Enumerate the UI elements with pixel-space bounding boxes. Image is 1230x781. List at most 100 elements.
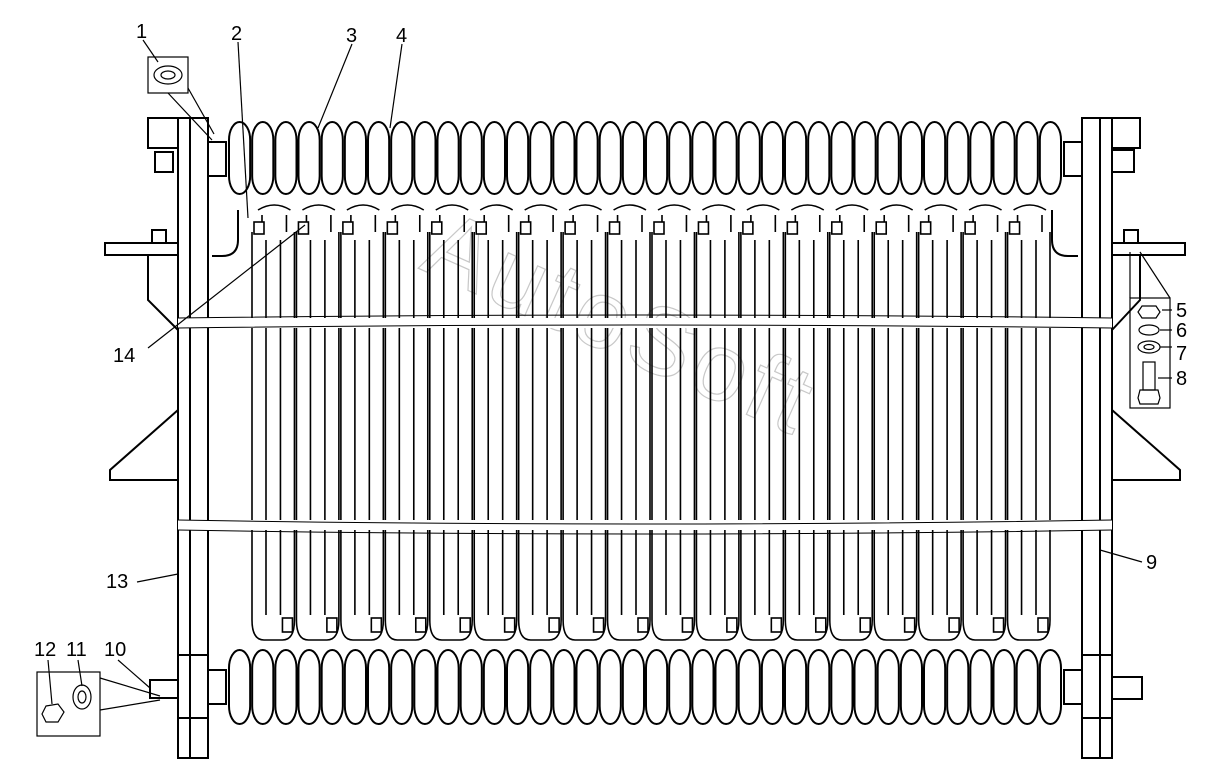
leader-lines: [47, 39, 1172, 705]
top-insulator: [552, 121, 576, 195]
bottom-insulator: [390, 649, 414, 725]
top-insulator: [390, 121, 414, 195]
frame: [104, 117, 1186, 759]
top-insulator: [482, 121, 507, 195]
resistor-ribbon: [962, 204, 1007, 641]
top-insulator-stack: [228, 121, 1063, 195]
top-insulator: [737, 121, 761, 195]
washer-icon: [153, 65, 183, 85]
bottom-insulator-stack: [228, 649, 1063, 725]
callout-7: 7: [1176, 343, 1187, 365]
top-insulator: [506, 121, 530, 195]
bottom-insulator: [760, 649, 784, 725]
top-insulator: [760, 121, 784, 195]
callout-4: 4: [396, 25, 407, 47]
nut-icon-bottom: [41, 703, 65, 723]
resistor-ribbon: [873, 204, 918, 641]
left-hook: [212, 210, 239, 257]
ribbon-clip: [608, 221, 621, 235]
ribbon-clip: [742, 221, 754, 235]
top-insulator: [668, 121, 692, 195]
ribbon-clip: [592, 617, 605, 633]
top-insulator: [367, 121, 391, 195]
bottom-insulator: [436, 649, 460, 725]
break-edges: [177, 314, 1113, 535]
callout-5: 5: [1176, 300, 1187, 322]
top-insulator: [691, 121, 715, 195]
top-insulator: [297, 121, 321, 195]
callout-14: 14: [113, 345, 135, 367]
top-insulator: [645, 121, 669, 195]
ribbon-clip: [653, 221, 665, 235]
bottom-insulator: [714, 649, 738, 725]
ribbon-clip: [342, 221, 354, 235]
bottom-insulator: [969, 649, 993, 725]
ribbon-clip: [919, 221, 932, 235]
top-insulator: [946, 121, 970, 195]
callout-9: 9: [1146, 552, 1157, 574]
callout-1: 1: [136, 21, 147, 43]
top-right-bolt-end: [1111, 149, 1135, 173]
bottom-insulator: [297, 649, 321, 725]
resistor-ribbon: [251, 204, 296, 641]
top-insulator: [575, 121, 599, 195]
callout-2: 2: [231, 23, 242, 45]
bottom-insulator: [552, 649, 576, 725]
right-triangle-bracket: [1111, 409, 1181, 481]
bottom-insulator: [413, 649, 437, 725]
bottom-insulator: [251, 649, 275, 725]
washer-icon-bottom: [72, 684, 92, 710]
bottom-insulator: [1015, 649, 1039, 725]
top-insulator: [830, 121, 854, 195]
ribbon-clip: [948, 617, 960, 633]
ribbon-clip: [814, 617, 827, 633]
callouts: 1 2 3 4 5 6 7 8 9 10 11 12 13 14: [34, 21, 1187, 661]
callout-10: 10: [104, 639, 126, 661]
ribbon-clip: [964, 221, 976, 235]
left-side-plate: [177, 117, 209, 759]
bottom-left-nut: [207, 669, 227, 705]
ribbon-clip: [770, 617, 783, 633]
top-insulator: [436, 121, 460, 195]
bottom-insulator: [784, 649, 808, 725]
ribbon-clip: [459, 617, 472, 633]
bottom-insulator: [575, 649, 599, 725]
callout-11: 11: [66, 639, 87, 661]
top-insulator: [413, 121, 437, 195]
resistor-ribbon: [828, 204, 874, 641]
top-insulator: [784, 121, 808, 195]
ribbon-clip: [370, 617, 383, 633]
ribbon-clip: [297, 221, 310, 235]
top-insulator: [621, 121, 645, 195]
bottom-insulator: [506, 649, 530, 725]
bottom-insulator: [228, 649, 252, 725]
bottom-insulator: [853, 649, 877, 725]
bottom-insulator: [367, 649, 391, 725]
ribbon-clip: [786, 221, 799, 235]
bolt-icon: [1142, 361, 1156, 391]
top-insulator: [992, 121, 1016, 195]
bottom-insulator: [946, 649, 970, 725]
ribbon-clip: [414, 617, 427, 633]
ribbon-clip: [519, 221, 532, 235]
resistor-ribbon: [340, 204, 385, 641]
bottom-insulator: [737, 649, 761, 725]
callout-8: 8: [1176, 368, 1187, 390]
bottom-insulator: [830, 649, 854, 725]
callout-12: 12: [34, 639, 56, 661]
right-bottom-bracket: [1082, 654, 1113, 719]
bottom-left-bolt-end: [149, 679, 179, 699]
ribbon-clip: [326, 617, 338, 633]
right-hook: [1051, 210, 1078, 257]
bottom-insulator: [899, 649, 923, 725]
bottom-insulator: [807, 649, 831, 725]
ribbon-clip: [992, 617, 1005, 633]
top-insulator: [598, 121, 622, 195]
spring-washer-icon: [1138, 324, 1160, 336]
top-insulator: [1038, 121, 1063, 195]
right-gusset: [1111, 255, 1141, 331]
bottom-insulator: [343, 649, 368, 725]
resistor-ribbon: [651, 204, 696, 641]
bottom-insulator: [691, 649, 715, 725]
ribbon-clip: [475, 221, 488, 235]
